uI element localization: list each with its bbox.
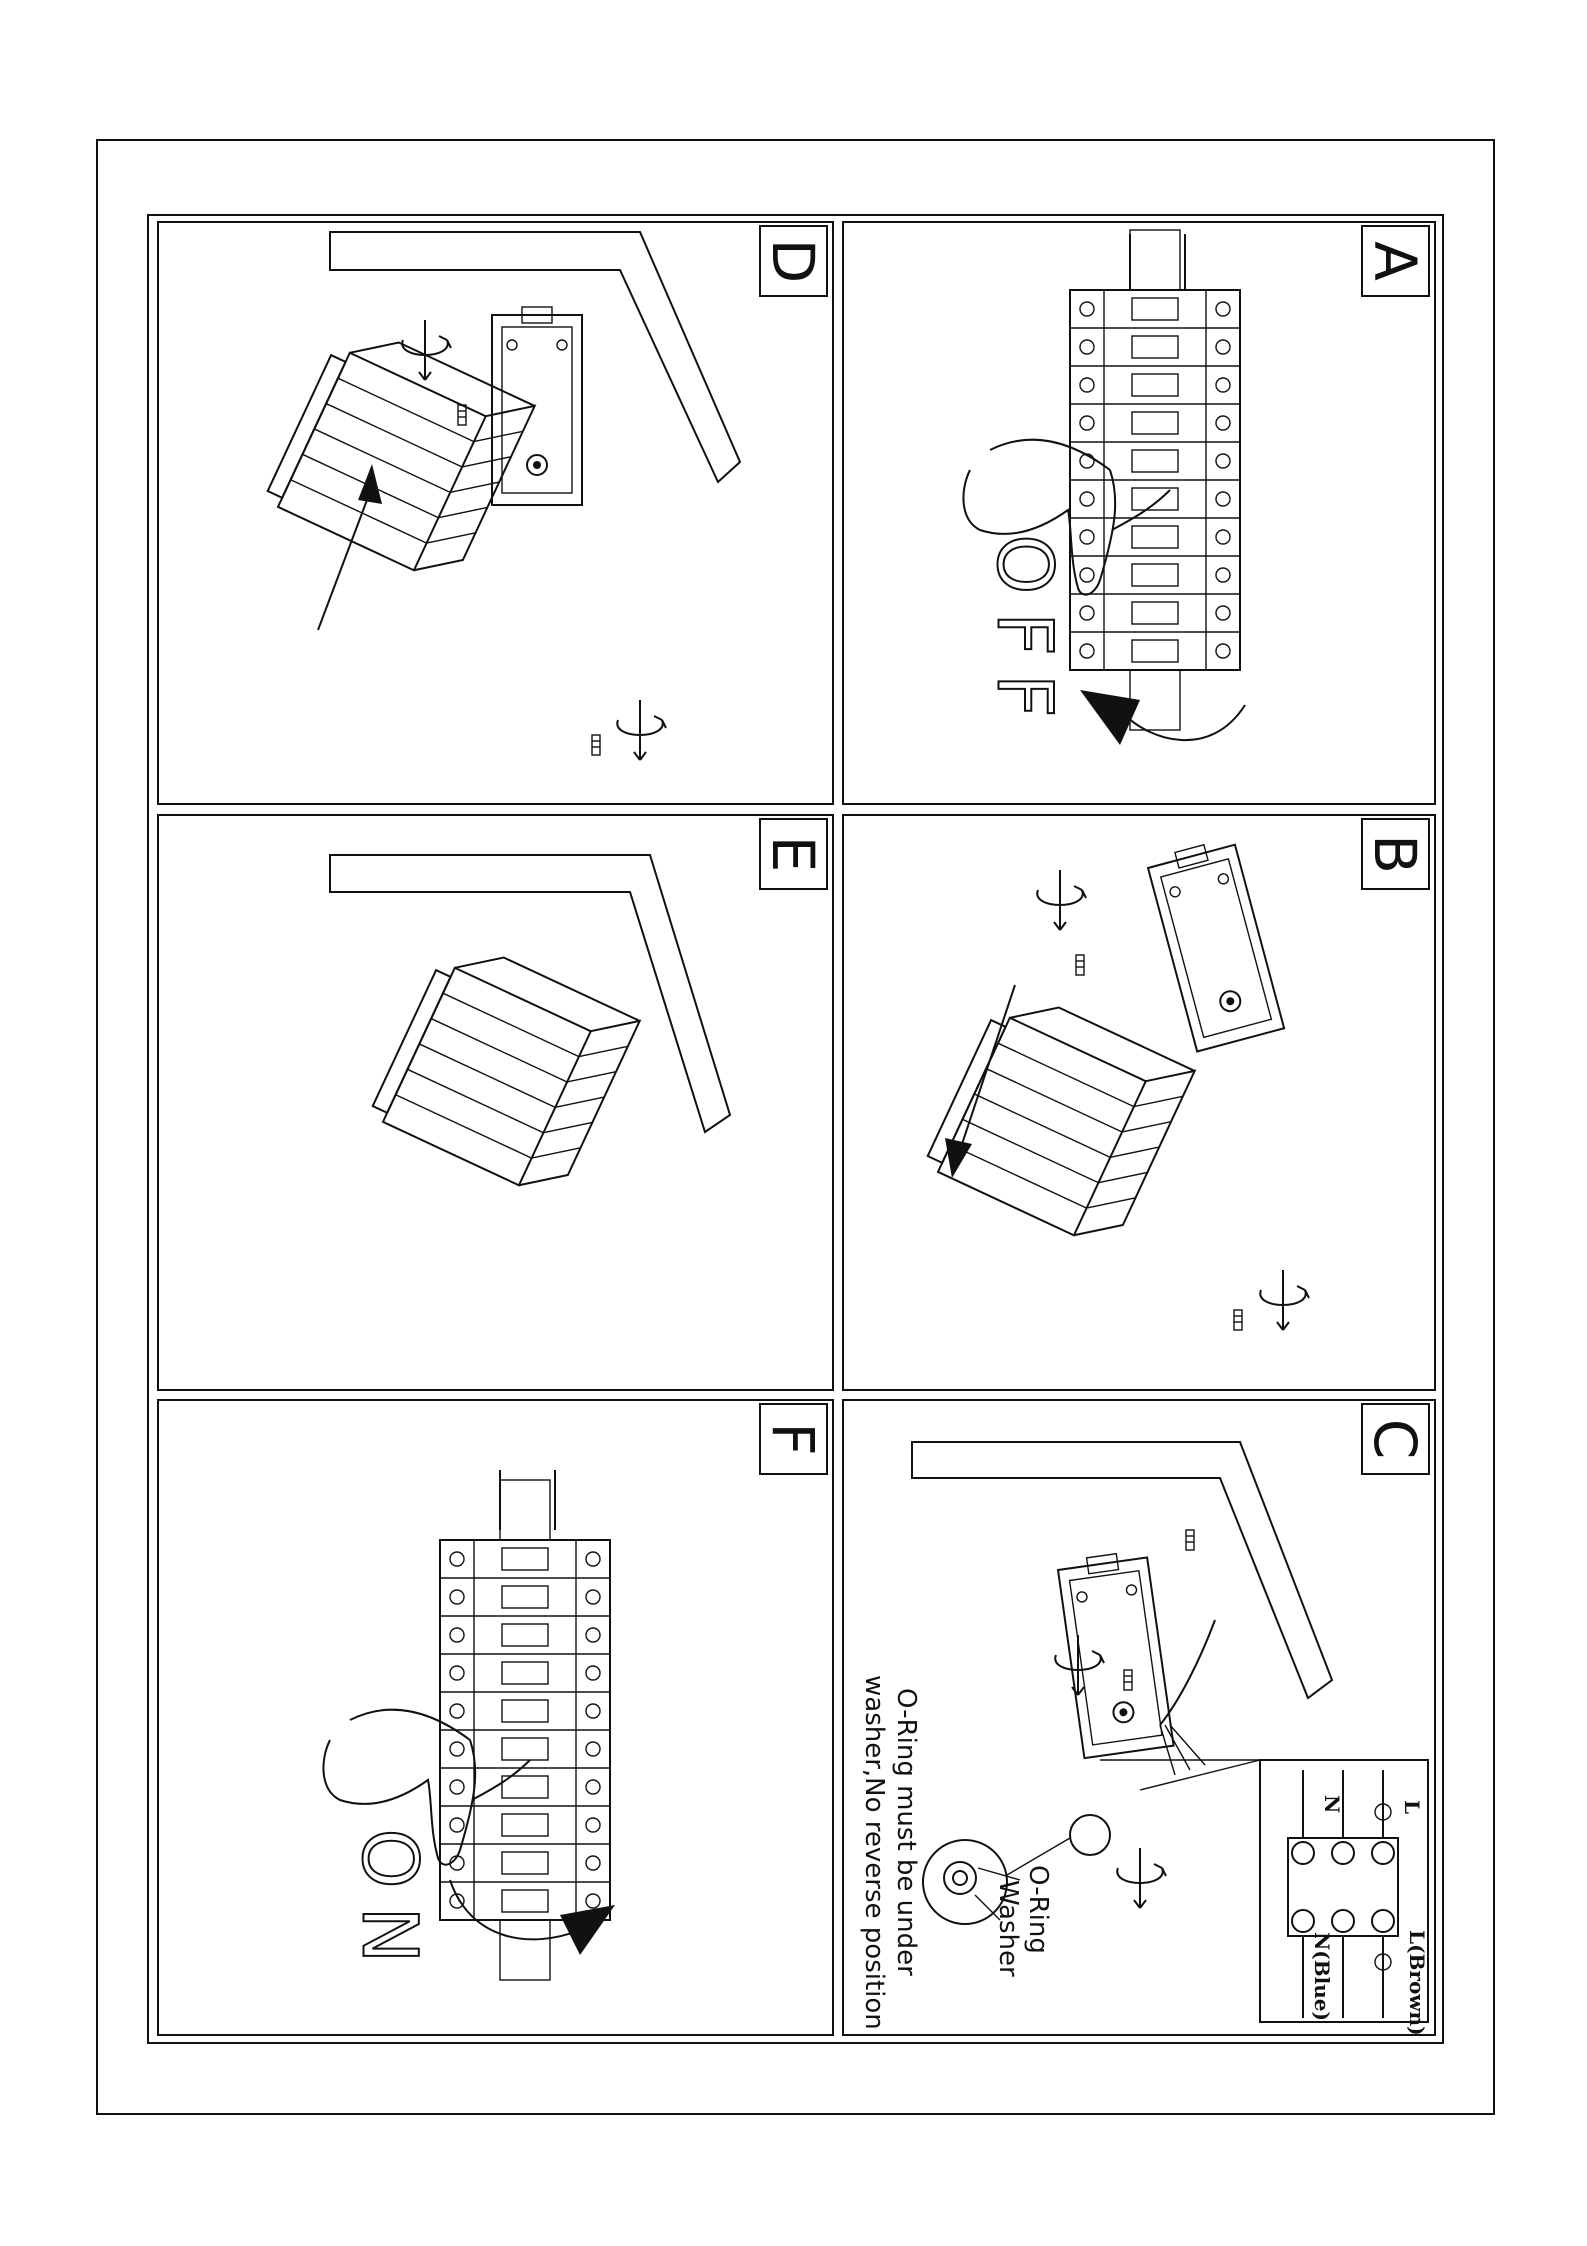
- panel-a: A OFF: [843, 222, 1435, 804]
- screwdriver-symbol: [1055, 1635, 1104, 1695]
- arrow-head: [358, 464, 382, 504]
- panel-d: D: [158, 222, 833, 804]
- wall-bracket: [1146, 837, 1284, 1052]
- rotate-arrow: [450, 1880, 580, 1939]
- inner-frame: [148, 215, 1443, 2043]
- arrow-head: [945, 1138, 972, 1178]
- panel-b: B: [843, 815, 1435, 1390]
- panel-c-letter: C: [1361, 1419, 1429, 1460]
- switch-on-text: ON: [346, 1829, 435, 1982]
- wall-section: [330, 232, 740, 482]
- screwdriver-symbol: [1037, 870, 1086, 930]
- outer-border: [97, 140, 1494, 2114]
- terminal-label-mid: N: [1320, 1795, 1344, 1813]
- panel-d-letter: D: [759, 239, 827, 284]
- panel-f-letter: F: [759, 1422, 827, 1455]
- arrow-head: [560, 1905, 615, 1955]
- wall-section: [912, 1442, 1332, 1698]
- wall-section: [330, 855, 730, 1132]
- cable-wires: [1160, 1725, 1205, 1775]
- panel-c: C O-Ring Washer O-Ring must be under was…: [843, 1400, 1435, 2036]
- wire-label-n-blue: N(Blue): [1310, 1932, 1334, 2021]
- washer-icon: [944, 1862, 976, 1894]
- wall-bracket: [1057, 1550, 1174, 1759]
- o-ring-callout: O-Ring: [1023, 1865, 1053, 1954]
- arrow-head: [1080, 690, 1140, 745]
- washer-callout: Washer: [993, 1880, 1023, 1977]
- wire-label-l-brown: L(Brown): [1405, 1930, 1429, 2036]
- rotate-arrow: [1125, 705, 1245, 740]
- panel-e-letter: E: [759, 836, 827, 873]
- screwdriver-symbol: [1260, 1270, 1309, 1330]
- screw: [458, 405, 466, 425]
- switch-off-text: OFF: [981, 534, 1070, 735]
- radiator-unit-mounted: [368, 934, 639, 1202]
- terminal-label-top: L: [1400, 1800, 1424, 1814]
- terminal-block: [1288, 1838, 1398, 1936]
- panel-f: F ON: [158, 1400, 833, 2035]
- panel-e: E: [158, 815, 833, 1390]
- radiator-unit: [923, 984, 1194, 1252]
- o-ring-icon: [953, 1871, 967, 1885]
- screwdriver-symbol: [1117, 1848, 1166, 1908]
- screw: [1124, 1670, 1132, 1690]
- screw: [1076, 955, 1084, 975]
- panel-b-letter: B: [1361, 834, 1429, 874]
- screwdriver-symbol: [617, 700, 666, 760]
- screw: [592, 735, 600, 755]
- wall-bracket: [492, 307, 582, 505]
- radiator-unit: [263, 319, 534, 587]
- terminal-inset: L N L(Brown) N(Blue): [1100, 1760, 1429, 2036]
- screw: [1234, 1310, 1242, 1330]
- o-ring-note-line1: O-Ring must be under: [891, 1688, 921, 1976]
- direction-arrow: [318, 492, 370, 630]
- screwdriver-symbol: [402, 320, 451, 380]
- breaker-board: [440, 1480, 610, 1980]
- o-ring-note-line2: washer,No reverse position: [859, 1675, 889, 2030]
- panel-a-letter: A: [1361, 241, 1429, 281]
- screw: [1186, 1530, 1194, 1550]
- breaker-board: [1070, 230, 1240, 730]
- screw-head-detail: [1070, 1815, 1110, 1855]
